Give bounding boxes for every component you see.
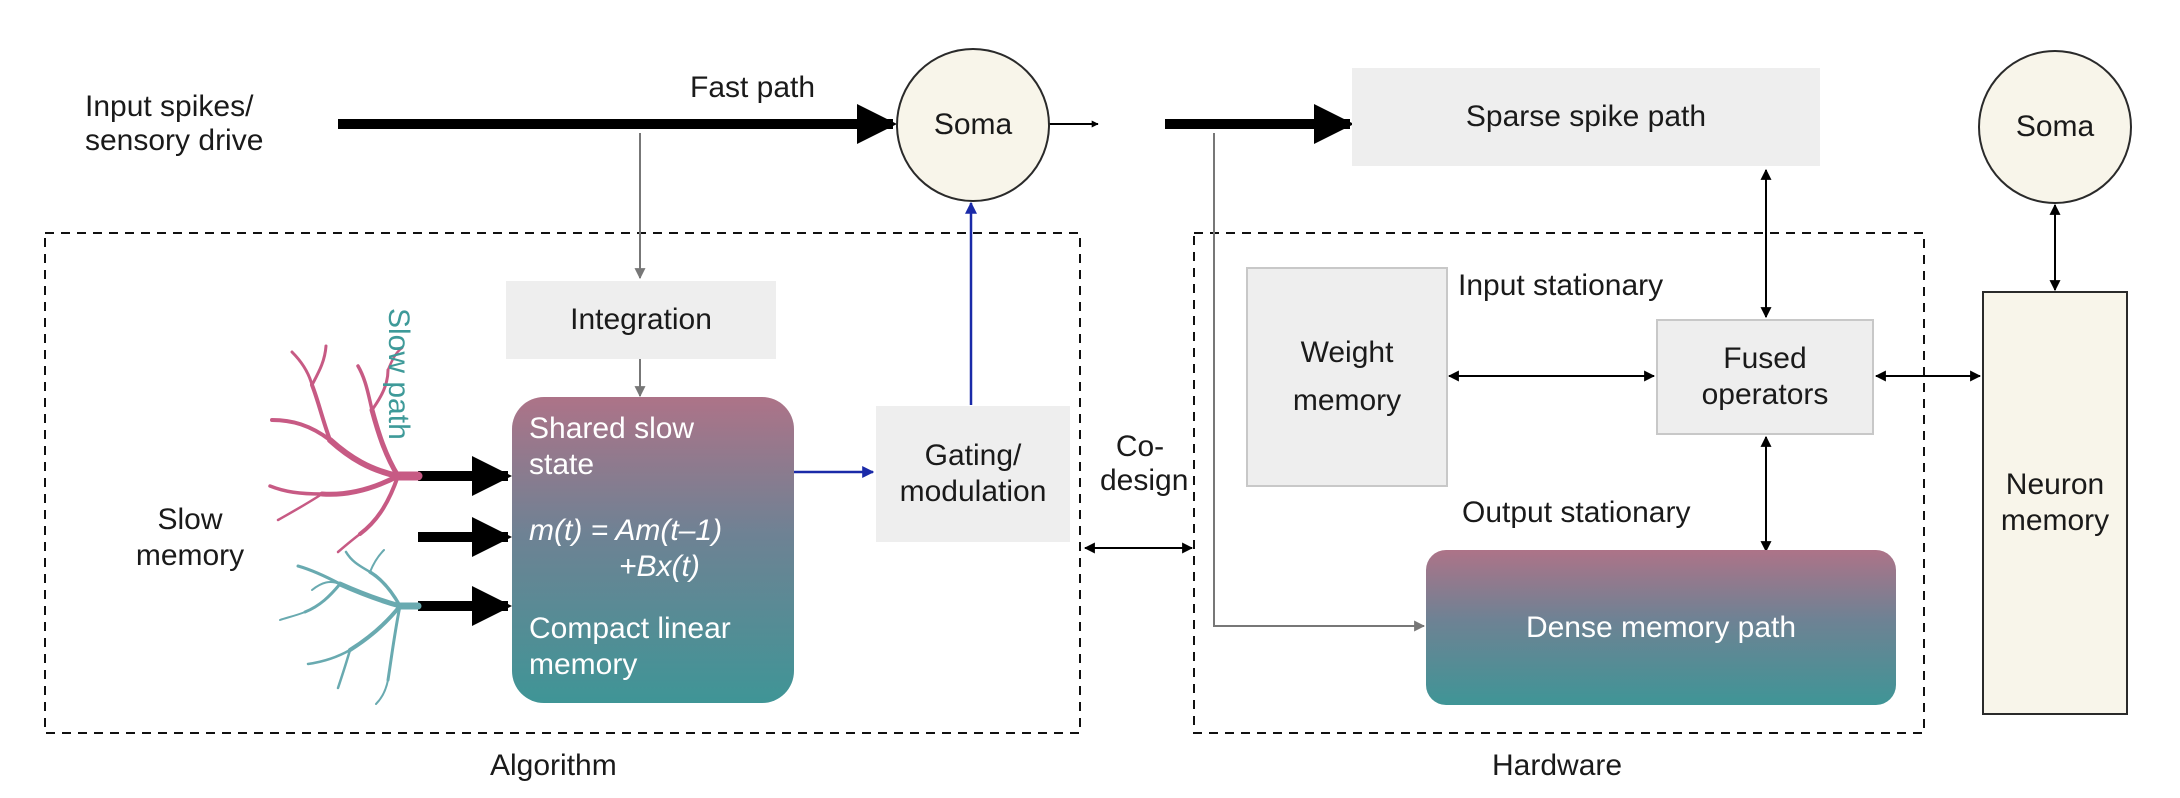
memory-equation: m(t) = Am(t–1) +Bx(t) bbox=[529, 514, 723, 583]
shared-slow-state-box: Shared slow state m(t) = Am(t–1) +Bx(t) … bbox=[512, 397, 794, 703]
integration-box: Integration bbox=[506, 281, 776, 359]
sparse-spike-path-label: Sparse spike path bbox=[1465, 100, 1707, 133]
dense-memory-path-label: Dense memory path bbox=[1525, 610, 1797, 644]
slow-path-label: Slow path bbox=[382, 308, 415, 440]
pink-dendrite-icon bbox=[268, 344, 423, 554]
teal-dendrite-icon bbox=[279, 549, 422, 705]
gating-modulation-label: Gating/ modulation bbox=[899, 439, 1047, 508]
dense-memory-path-box: Dense memory path bbox=[1426, 550, 1896, 705]
fused-operators-label: Fused operators bbox=[1701, 342, 1829, 411]
weight-memory-box: Weight memory bbox=[1246, 267, 1448, 487]
slow-memory-label: Slow memory bbox=[135, 503, 245, 572]
input-stationary-label: Input stationary bbox=[1458, 269, 1664, 302]
neuron-memory-label: Neuron memory bbox=[2000, 468, 2110, 537]
hardware-label: Hardware bbox=[1492, 749, 1623, 782]
shared-slow-state-label: Shared slow state bbox=[529, 412, 695, 481]
integration-label: Integration bbox=[570, 303, 712, 336]
codesign-label: Co- design bbox=[1100, 430, 1189, 497]
hardware-frame bbox=[1193, 232, 1925, 734]
gating-modulation-box: Gating/ modulation bbox=[876, 406, 1070, 542]
input-spikes-label: Input spikes/ sensory drive bbox=[85, 90, 264, 157]
soma-right: Soma bbox=[1978, 50, 2132, 204]
output-stationary-label: Output stationary bbox=[1462, 496, 1691, 529]
weight-memory-label: Weight memory bbox=[1292, 336, 1402, 417]
soma-right-label: Soma bbox=[2015, 110, 2095, 143]
dense-input-arrow bbox=[1213, 133, 1426, 632]
neuron-memory-box: Neuron memory bbox=[1982, 291, 2128, 715]
algorithm-label: Algorithm bbox=[490, 749, 617, 782]
soma-left-label: Soma bbox=[933, 108, 1013, 141]
sparse-spike-path-box: Sparse spike path bbox=[1352, 68, 1820, 166]
compact-linear-memory-label: Compact linear memory bbox=[529, 612, 731, 681]
fused-operators-box: Fused operators bbox=[1656, 319, 1874, 435]
fast-path-label: Fast path bbox=[690, 71, 816, 104]
soma-left: Soma bbox=[896, 48, 1050, 202]
algorithm-frame bbox=[44, 232, 1081, 734]
